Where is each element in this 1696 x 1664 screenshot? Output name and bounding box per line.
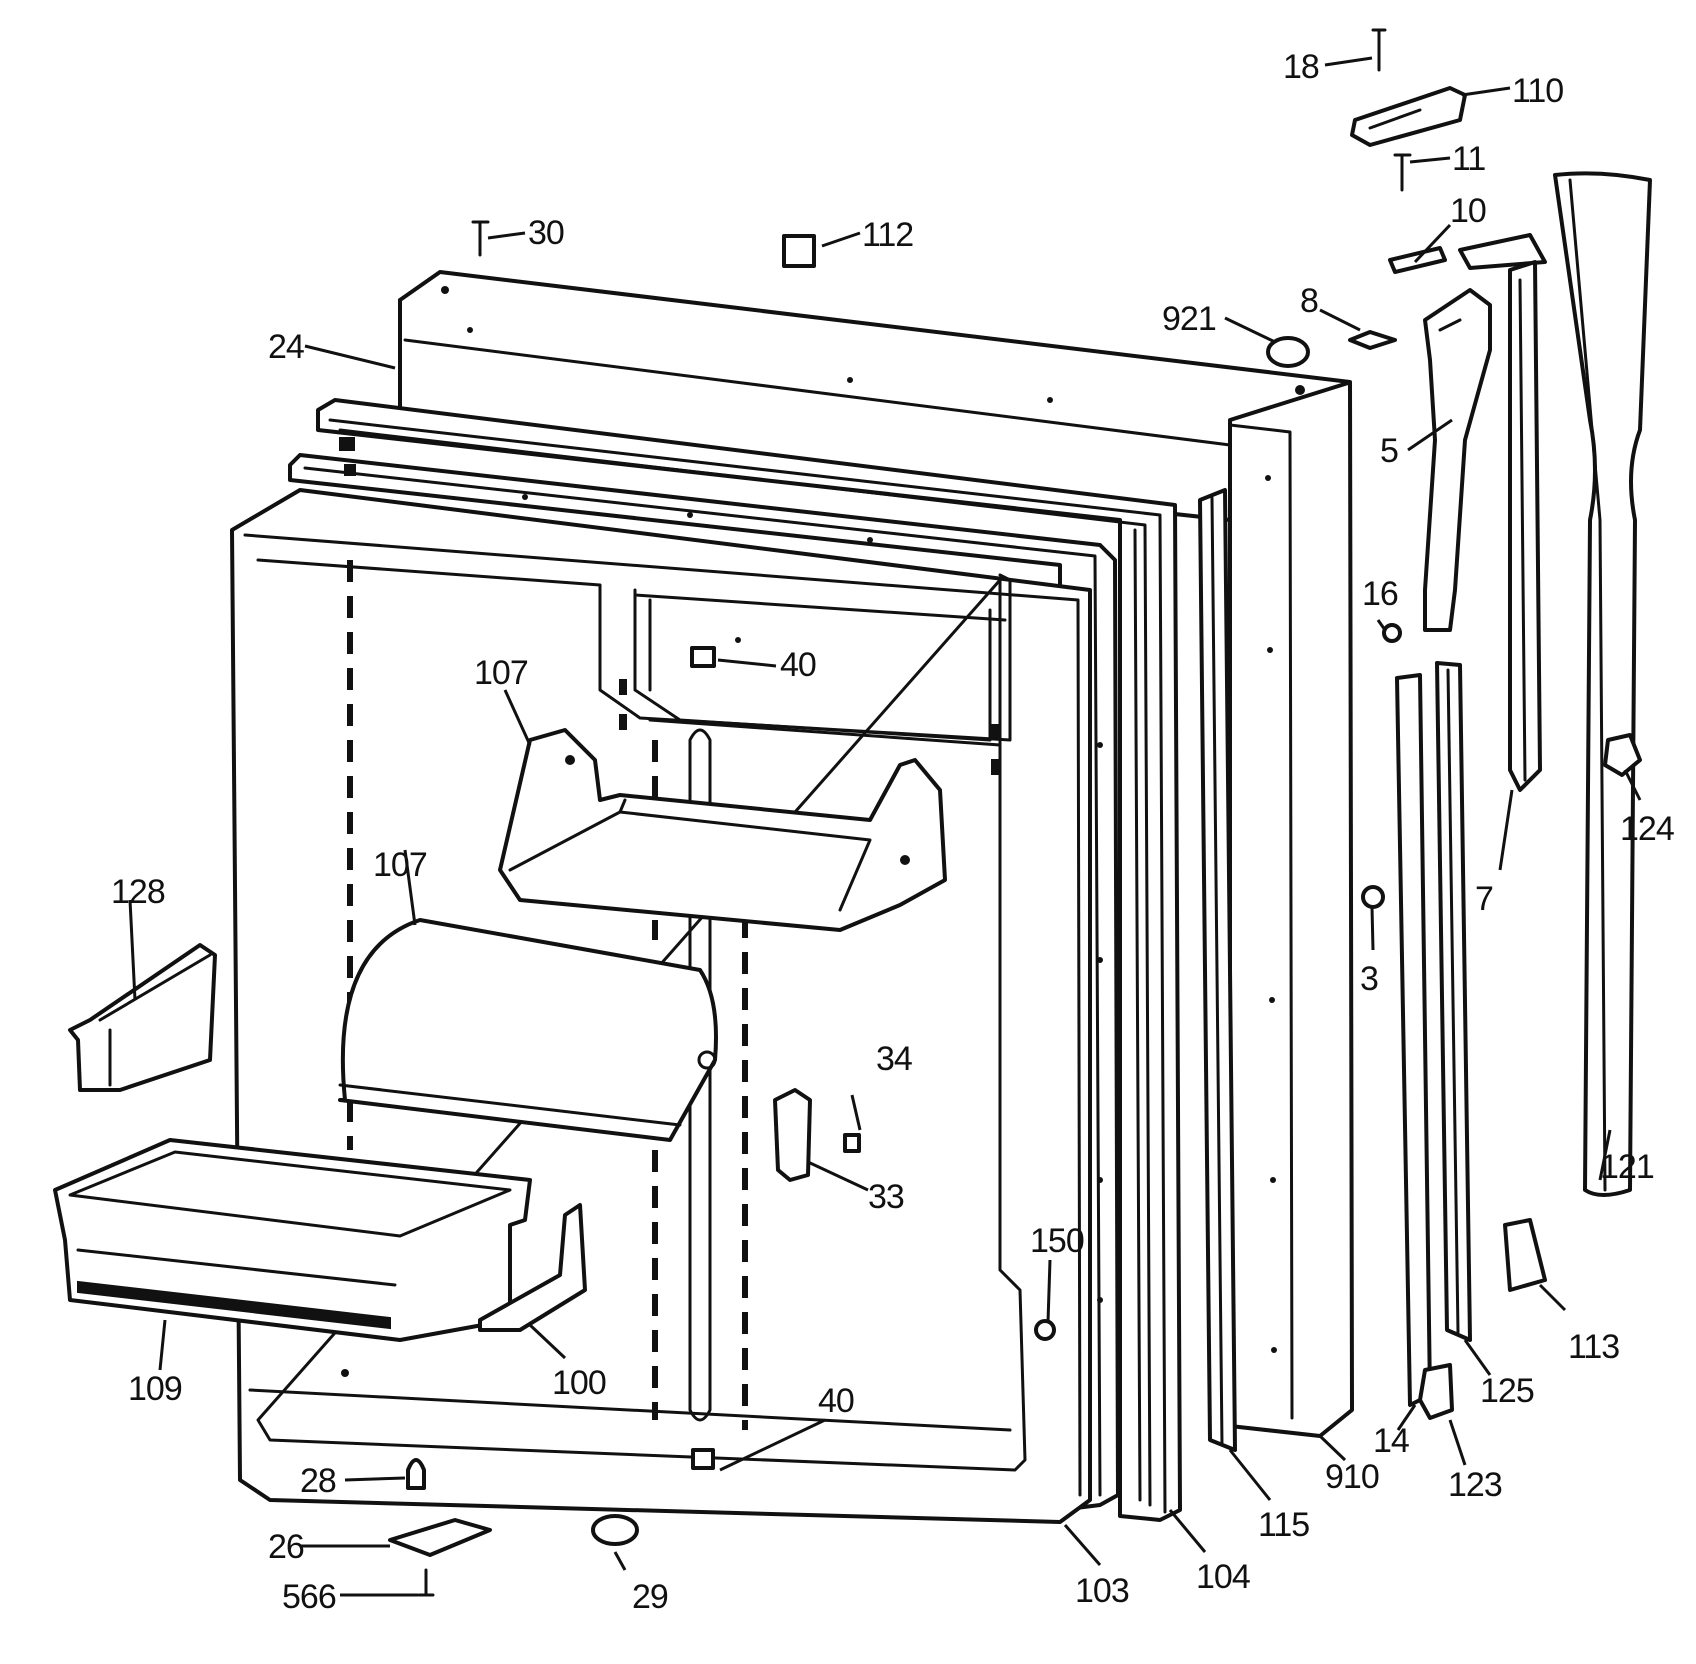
callout-104: 104 bbox=[1196, 1558, 1250, 1596]
callout-18: 18 bbox=[1283, 48, 1319, 86]
callout-910: 910 bbox=[1325, 1458, 1379, 1496]
callout-109: 109 bbox=[128, 1370, 182, 1408]
upper-shelf bbox=[498, 728, 947, 932]
callout-5: 5 bbox=[1380, 432, 1398, 470]
part-26 bbox=[388, 1518, 492, 1557]
callout-40-upper: 40 bbox=[780, 646, 816, 684]
callout-103: 103 bbox=[1075, 1572, 1129, 1610]
callout-26: 26 bbox=[268, 1528, 304, 1566]
callout-921: 921 bbox=[1162, 300, 1216, 338]
gasket-strip bbox=[1198, 488, 1237, 1452]
stop-upper bbox=[690, 646, 716, 668]
door-trims bbox=[1395, 661, 1472, 1407]
door-bin bbox=[53, 1138, 532, 1342]
callout-16: 16 bbox=[1362, 575, 1398, 613]
bin-bracket bbox=[478, 1203, 587, 1332]
part-123 bbox=[1418, 1363, 1454, 1420]
clip-33 bbox=[773, 1088, 812, 1182]
callout-33: 33 bbox=[868, 1178, 904, 1216]
callout-121: 121 bbox=[1600, 1148, 1654, 1186]
dairy-door bbox=[68, 943, 217, 1092]
callout-labels: 18 110 11 10 30 112 921 8 24 5 16 40 107… bbox=[111, 48, 1675, 1616]
leader-lines bbox=[128, 56, 1642, 1597]
part-3 bbox=[1361, 885, 1385, 909]
part-113 bbox=[1503, 1218, 1547, 1292]
callout-11: 11 bbox=[1452, 140, 1485, 178]
part-28 bbox=[406, 1458, 426, 1490]
lower-shelf-cover bbox=[338, 918, 718, 1142]
callout-30: 30 bbox=[528, 214, 564, 252]
callout-24: 24 bbox=[268, 328, 304, 366]
door-gasket bbox=[316, 398, 1182, 1522]
long-trim bbox=[1553, 171, 1652, 1197]
callout-115: 115 bbox=[1258, 1506, 1309, 1544]
callout-40-lower: 40 bbox=[818, 1382, 854, 1420]
callout-29: 29 bbox=[632, 1578, 668, 1616]
callout-107-upper: 107 bbox=[474, 654, 528, 692]
callout-107-lower: 107 bbox=[373, 846, 427, 884]
part-29 bbox=[591, 1514, 639, 1546]
stop-lower bbox=[691, 1448, 715, 1470]
handle-parts bbox=[417, 28, 1547, 1597]
callout-125: 125 bbox=[1480, 1372, 1534, 1410]
callout-112: 112 bbox=[862, 216, 913, 254]
callout-3: 3 bbox=[1360, 960, 1378, 998]
callout-566: 566 bbox=[282, 1578, 336, 1616]
callout-28: 28 bbox=[300, 1462, 336, 1500]
callout-7: 7 bbox=[1475, 880, 1493, 918]
small-parts bbox=[690, 646, 1056, 1470]
callout-128: 128 bbox=[111, 873, 165, 911]
clip-34 bbox=[843, 1133, 861, 1153]
callout-113: 113 bbox=[1568, 1328, 1619, 1366]
part-112 bbox=[782, 234, 816, 268]
callout-10: 10 bbox=[1450, 192, 1486, 230]
part-124 bbox=[1603, 733, 1642, 777]
callout-14: 14 bbox=[1373, 1422, 1409, 1460]
callout-8: 8 bbox=[1300, 282, 1318, 320]
callout-124: 124 bbox=[1620, 810, 1674, 848]
callout-110: 110 bbox=[1512, 72, 1563, 110]
callout-123: 123 bbox=[1448, 1466, 1502, 1504]
callout-100: 100 bbox=[552, 1364, 606, 1402]
callout-150: 150 bbox=[1030, 1222, 1084, 1260]
callout-34: 34 bbox=[876, 1040, 912, 1078]
screw-150 bbox=[1034, 1319, 1056, 1341]
